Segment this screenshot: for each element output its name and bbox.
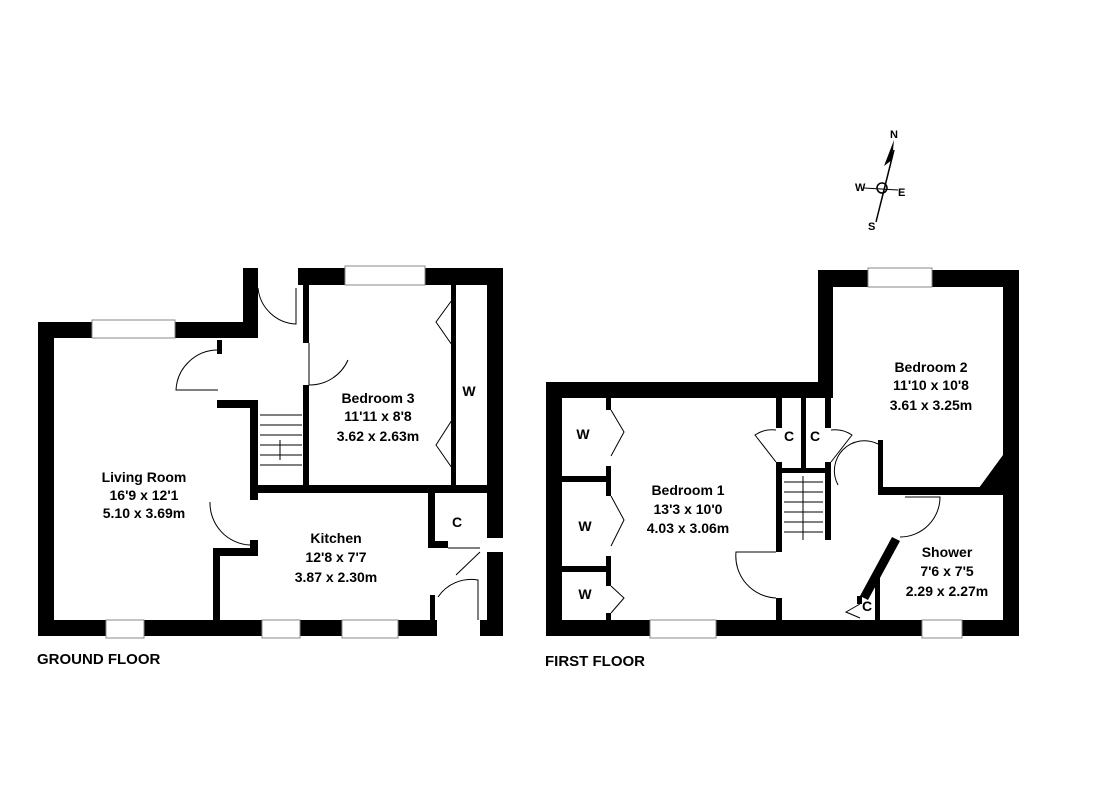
cupboard-label: C bbox=[452, 514, 462, 530]
compass-icon: N S E W bbox=[855, 129, 905, 233]
compass-south: S bbox=[868, 221, 875, 233]
cupboard-3-label: C bbox=[862, 598, 872, 614]
ground-floor-plan: Living Room 16'9 x 12'1 5.10 x 3.69m Bed… bbox=[37, 265, 503, 668]
wardrobe-3-label: W bbox=[578, 586, 592, 602]
wardrobe-label: W bbox=[462, 383, 476, 399]
compass-north: N bbox=[890, 129, 898, 141]
ground-floor-title: GROUND FLOOR bbox=[37, 651, 160, 668]
wardrobe-1-label: W bbox=[576, 426, 590, 442]
bedroom-3-imperial: 11'11 x 8'8 bbox=[344, 408, 412, 424]
first-floor-plan: Bedroom 1 13'3 x 10'0 4.03 x 3.06m Bedro… bbox=[545, 267, 1019, 670]
bedroom-3-metric: 3.62 x 2.63m bbox=[337, 428, 420, 444]
kitchen-name: Kitchen bbox=[310, 530, 361, 546]
bedroom-1-metric: 4.03 x 3.06m bbox=[647, 520, 730, 536]
living-room-metric: 5.10 x 3.69m bbox=[103, 505, 186, 521]
living-room-name: Living Room bbox=[102, 469, 187, 485]
shower-name: Shower bbox=[922, 544, 973, 560]
bedroom-2-name: Bedroom 2 bbox=[894, 359, 967, 375]
bedroom-3-name: Bedroom 3 bbox=[341, 390, 414, 406]
first-floor-title: FIRST FLOOR bbox=[545, 653, 645, 670]
kitchen-metric: 3.87 x 2.30m bbox=[295, 569, 378, 585]
compass-west: W bbox=[855, 182, 866, 194]
bedroom-2-imperial: 11'10 x 10'8 bbox=[893, 377, 969, 393]
wardrobe-2-label: W bbox=[578, 518, 592, 534]
bedroom-2-metric: 3.61 x 3.25m bbox=[890, 397, 973, 413]
kitchen-imperial: 12'8 x 7'7 bbox=[305, 549, 366, 565]
cupboard-1-label: C bbox=[784, 428, 794, 444]
compass-east: E bbox=[898, 187, 905, 199]
bedroom-1-imperial: 13'3 x 10'0 bbox=[654, 501, 723, 517]
shower-metric: 2.29 x 2.27m bbox=[906, 583, 989, 599]
bedroom-1-name: Bedroom 1 bbox=[651, 482, 724, 498]
living-room-imperial: 16'9 x 12'1 bbox=[110, 487, 179, 503]
shower-imperial: 7'6 x 7'5 bbox=[920, 563, 974, 579]
cupboard-2-label: C bbox=[810, 428, 820, 444]
